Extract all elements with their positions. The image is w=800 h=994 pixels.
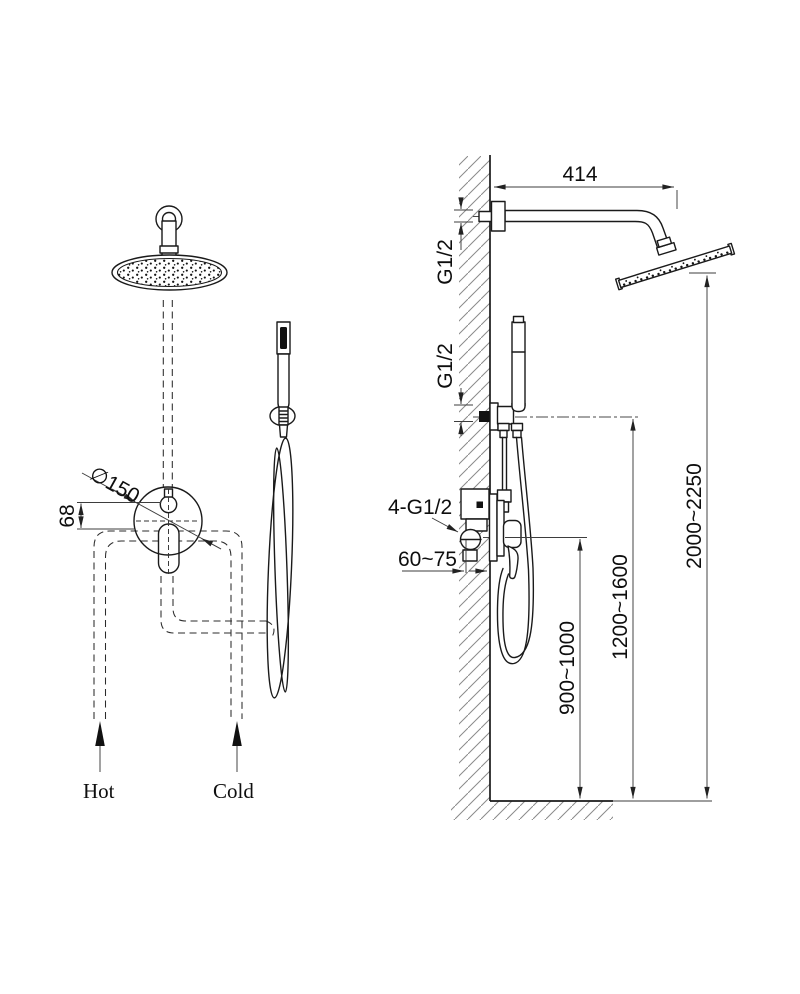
cold-label: Cold <box>213 779 254 803</box>
valve-handle-side <box>502 519 522 549</box>
hand-shower <box>269 321 296 438</box>
trim-diameter-label: ∅150 <box>86 462 144 508</box>
hand-shower-hose <box>266 437 294 699</box>
outlet-thread-label: G1/2 <box>434 343 457 389</box>
hot-label: Hot <box>83 779 115 803</box>
hose-side-inner <box>502 436 535 659</box>
dim-arm-thread: G1/2 <box>434 197 473 285</box>
dim-trim-diameter: ∅150 <box>81 462 222 550</box>
dim-mixer-height: 900~1000 <box>505 537 587 799</box>
dim-hand-shower-height: 1200~1600 <box>609 418 636 799</box>
hand-shower-height-label: 1200~1600 <box>609 554 632 660</box>
nozzle-dots <box>622 251 729 286</box>
front-view: Hot Cold ∅150 68 <box>56 205 296 803</box>
dim-diverter-offset: 68 <box>56 502 161 530</box>
concealed-outlet-pipe <box>160 576 275 638</box>
hand-shower-side <box>473 315 639 665</box>
dim-valve-threads: 4-G1/2 <box>388 496 459 533</box>
wall-section <box>459 155 491 801</box>
shower-arm-side <box>473 200 736 291</box>
diverter-offset-label: 68 <box>56 504 79 527</box>
floor-section <box>451 800 712 820</box>
hose-side-outer <box>496 436 530 665</box>
concealed-riser-pipe <box>162 300 173 488</box>
arm-wall-thread <box>478 210 493 223</box>
side-view: 414 G1/2 G1/2 4-G1/2 60~75 900~ <box>388 155 736 820</box>
dim-arm-length: 414 <box>493 163 678 209</box>
floor-hatching <box>451 801 613 820</box>
rain-shower-head-front <box>111 205 228 291</box>
mixer-valve-side <box>459 488 522 580</box>
valve-threads-label: 4-G1/2 <box>388 496 452 519</box>
valve-wall-plate <box>488 493 498 562</box>
mixer-valve-front <box>133 486 203 576</box>
head-connector <box>655 236 677 256</box>
hot-inlet: Hot <box>83 721 115 803</box>
wall-hatching <box>459 156 490 801</box>
arm-length-label: 414 <box>562 163 597 186</box>
dim-outlet-thread: G1/2 <box>434 343 473 436</box>
mixer-trim-plate <box>133 486 203 556</box>
head-height-label: 2000~2250 <box>683 463 706 569</box>
dim-valve-depth: 60~75 <box>398 540 488 574</box>
rain-shower-head-side <box>614 242 736 291</box>
cold-inlet: Cold <box>213 721 254 803</box>
arm-thread-label: G1/2 <box>434 239 457 285</box>
hand-shower-spray-face <box>280 327 287 349</box>
arm-wall-flange <box>490 200 506 232</box>
mixer-height-label: 900~1000 <box>556 621 579 715</box>
outlet-wall-thread <box>479 411 491 422</box>
dim-head-height: 2000~2250 <box>683 272 716 799</box>
valve-depth-label: 60~75 <box>398 548 457 571</box>
outlet-body <box>496 405 515 425</box>
spray-face-nozzles <box>116 257 223 288</box>
